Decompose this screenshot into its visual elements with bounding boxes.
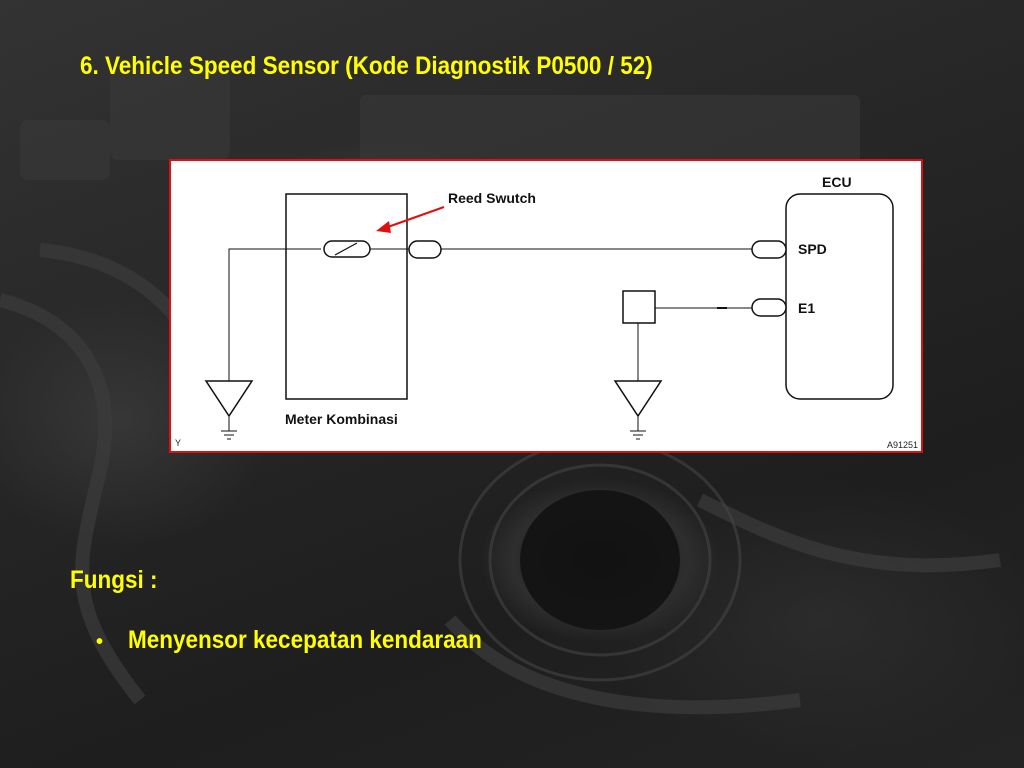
reed-switch-arrow-icon: [376, 206, 445, 233]
reed-switch-contact-icon: [334, 242, 358, 256]
bullet-icon: •: [96, 631, 104, 653]
meter-kombinasi-label: Meter Kombinasi: [285, 411, 398, 427]
circuit-diagram: ECU Reed Swutch SPD E1 Meter Kombinasi Y…: [169, 159, 923, 453]
spd-label: SPD: [798, 241, 827, 257]
spd-connector-icon: [751, 240, 787, 259]
ecu-label: ECU: [822, 174, 852, 190]
e1-label: E1: [798, 300, 815, 316]
fungsi-heading: Fungsi :: [70, 566, 158, 594]
meter-connector-icon: [408, 240, 442, 259]
diagram-id-label: A91251: [887, 440, 918, 450]
ecu-box: [785, 193, 894, 400]
diagram-corner-left-label: Y: [175, 438, 181, 448]
e1-connector-icon: [751, 298, 787, 317]
left-ground-wire: [228, 248, 321, 381]
left-ground-icon: [204, 380, 254, 440]
list-item-text: Menyensor kecepatan kendaraan: [128, 626, 482, 654]
slide-title: 6. Vehicle Speed Sensor (Kode Diagnostik…: [80, 52, 653, 80]
list-item: • Menyensor kecepatan kendaraan: [96, 626, 521, 655]
junction-box-icon: [622, 290, 656, 324]
reed-switch-label: Reed Swutch: [448, 190, 536, 206]
circuit-diagram-svg: ECU Reed Swutch SPD E1 Meter Kombinasi Y…: [175, 174, 918, 450]
right-ground-icon: [613, 380, 663, 440]
function-list: • Menyensor kecepatan kendaraan: [96, 626, 521, 655]
meter-kombinasi-box: [285, 193, 408, 400]
